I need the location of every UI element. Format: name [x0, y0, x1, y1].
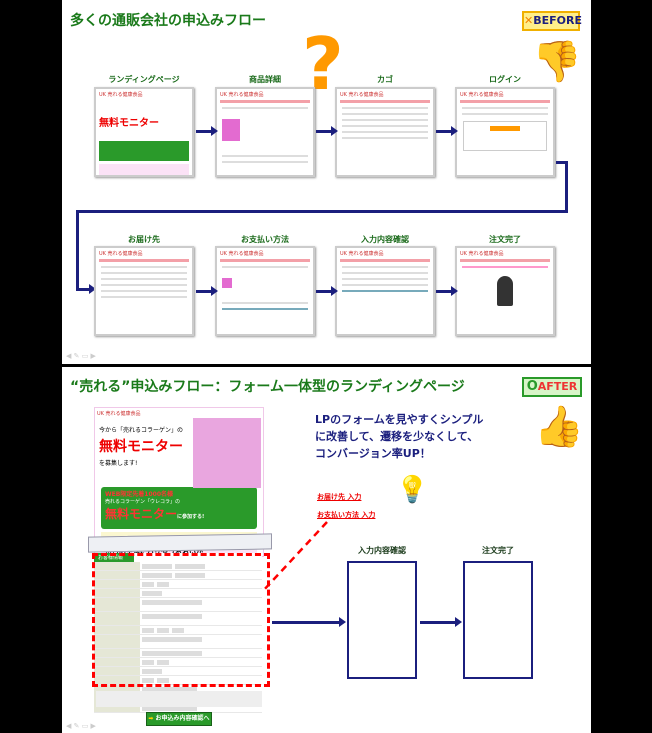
- before-badge: ✕BEFORE: [522, 11, 582, 31]
- payment-screenshot: UK 売れる健康食品: [215, 246, 315, 336]
- cart-screenshot: UK 売れる健康食品: [335, 87, 435, 177]
- confirm-page-placeholder: [347, 561, 417, 679]
- thumbs-up-icon: 👍: [534, 404, 584, 450]
- connector-line: [556, 161, 568, 164]
- dashed-pointer: [261, 521, 328, 593]
- step-label: 注文完了: [482, 546, 514, 555]
- agreement-checkboxes[interactable]: [96, 691, 262, 707]
- note-payment: お支払い方法 入力: [317, 511, 376, 519]
- step-label: ログイン: [489, 75, 521, 84]
- product-detail-screenshot: UK 売れる健康食品: [215, 87, 315, 177]
- form-highlight: [92, 553, 270, 687]
- after-slide: “売れる”申込みフロー：フォーム一体型のランディングページ OAFTER 👍 U…: [62, 367, 591, 733]
- product-image: [193, 418, 261, 488]
- order-form: お客様情報: [94, 553, 262, 713]
- connector-line: [565, 161, 568, 213]
- flow-arrow: [436, 286, 458, 296]
- after-title: “売れる”申込みフロー：フォーム一体型のランディングページ: [70, 379, 465, 395]
- step-label: カゴ: [377, 75, 393, 84]
- complete-screenshot: UK 売れる健康食品: [455, 246, 555, 336]
- before-slide: 多くの通販会社の申込みフロー ✕BEFORE 👎 ? ランディングページ 商品詳…: [62, 0, 591, 364]
- slide-controls[interactable]: ◀ ✎ ▭ ▶: [66, 352, 96, 360]
- step-label: お支払い方法: [241, 235, 289, 244]
- shipping-screenshot: UK 売れる健康食品: [94, 246, 194, 336]
- login-screenshot: UK 売れる健康食品: [455, 87, 555, 177]
- thumbs-down-icon: 👎: [532, 39, 582, 85]
- landing-page-screenshot: UK 売れる健康食品 無料モニター: [94, 87, 194, 177]
- message: LPのフォームを見やすくシンプルに改善して、遷移を少なくして、コンバージョン率U…: [315, 413, 484, 460]
- step-label: 注文完了: [489, 235, 521, 244]
- flow-arrow: [196, 286, 218, 296]
- flow-arrow: [316, 126, 338, 136]
- step-label: 入力内容確認: [361, 235, 409, 244]
- complete-page-placeholder: [463, 561, 533, 679]
- note-shipping: お届け先 入力: [317, 493, 362, 501]
- flow-arrow: [272, 617, 346, 627]
- connector-line: [76, 210, 568, 213]
- step-label: 入力内容確認: [358, 546, 406, 555]
- slide-controls[interactable]: ◀ ✎ ▭ ▶: [66, 722, 96, 730]
- flow-arrow: [420, 617, 462, 627]
- torn-edge: [88, 533, 272, 553]
- step-label: お届け先: [128, 235, 160, 244]
- flow-arrow: [316, 286, 338, 296]
- flow-arrow: [436, 126, 458, 136]
- step-label: ランディングページ: [108, 75, 180, 84]
- confirm-screenshot: UK 売れる健康食品: [335, 246, 435, 336]
- after-badge: OAFTER: [522, 377, 582, 397]
- submit-button[interactable]: ➡ お申込み内容確認へ: [146, 712, 212, 726]
- before-title: 多くの通販会社の申込みフロー: [70, 13, 266, 29]
- flow-arrow: [196, 126, 218, 136]
- step-label: 商品詳細: [249, 75, 281, 84]
- flow-arrow: [76, 284, 96, 294]
- lightbulb-icon: 💡: [396, 475, 429, 505]
- connector-line: [76, 210, 79, 290]
